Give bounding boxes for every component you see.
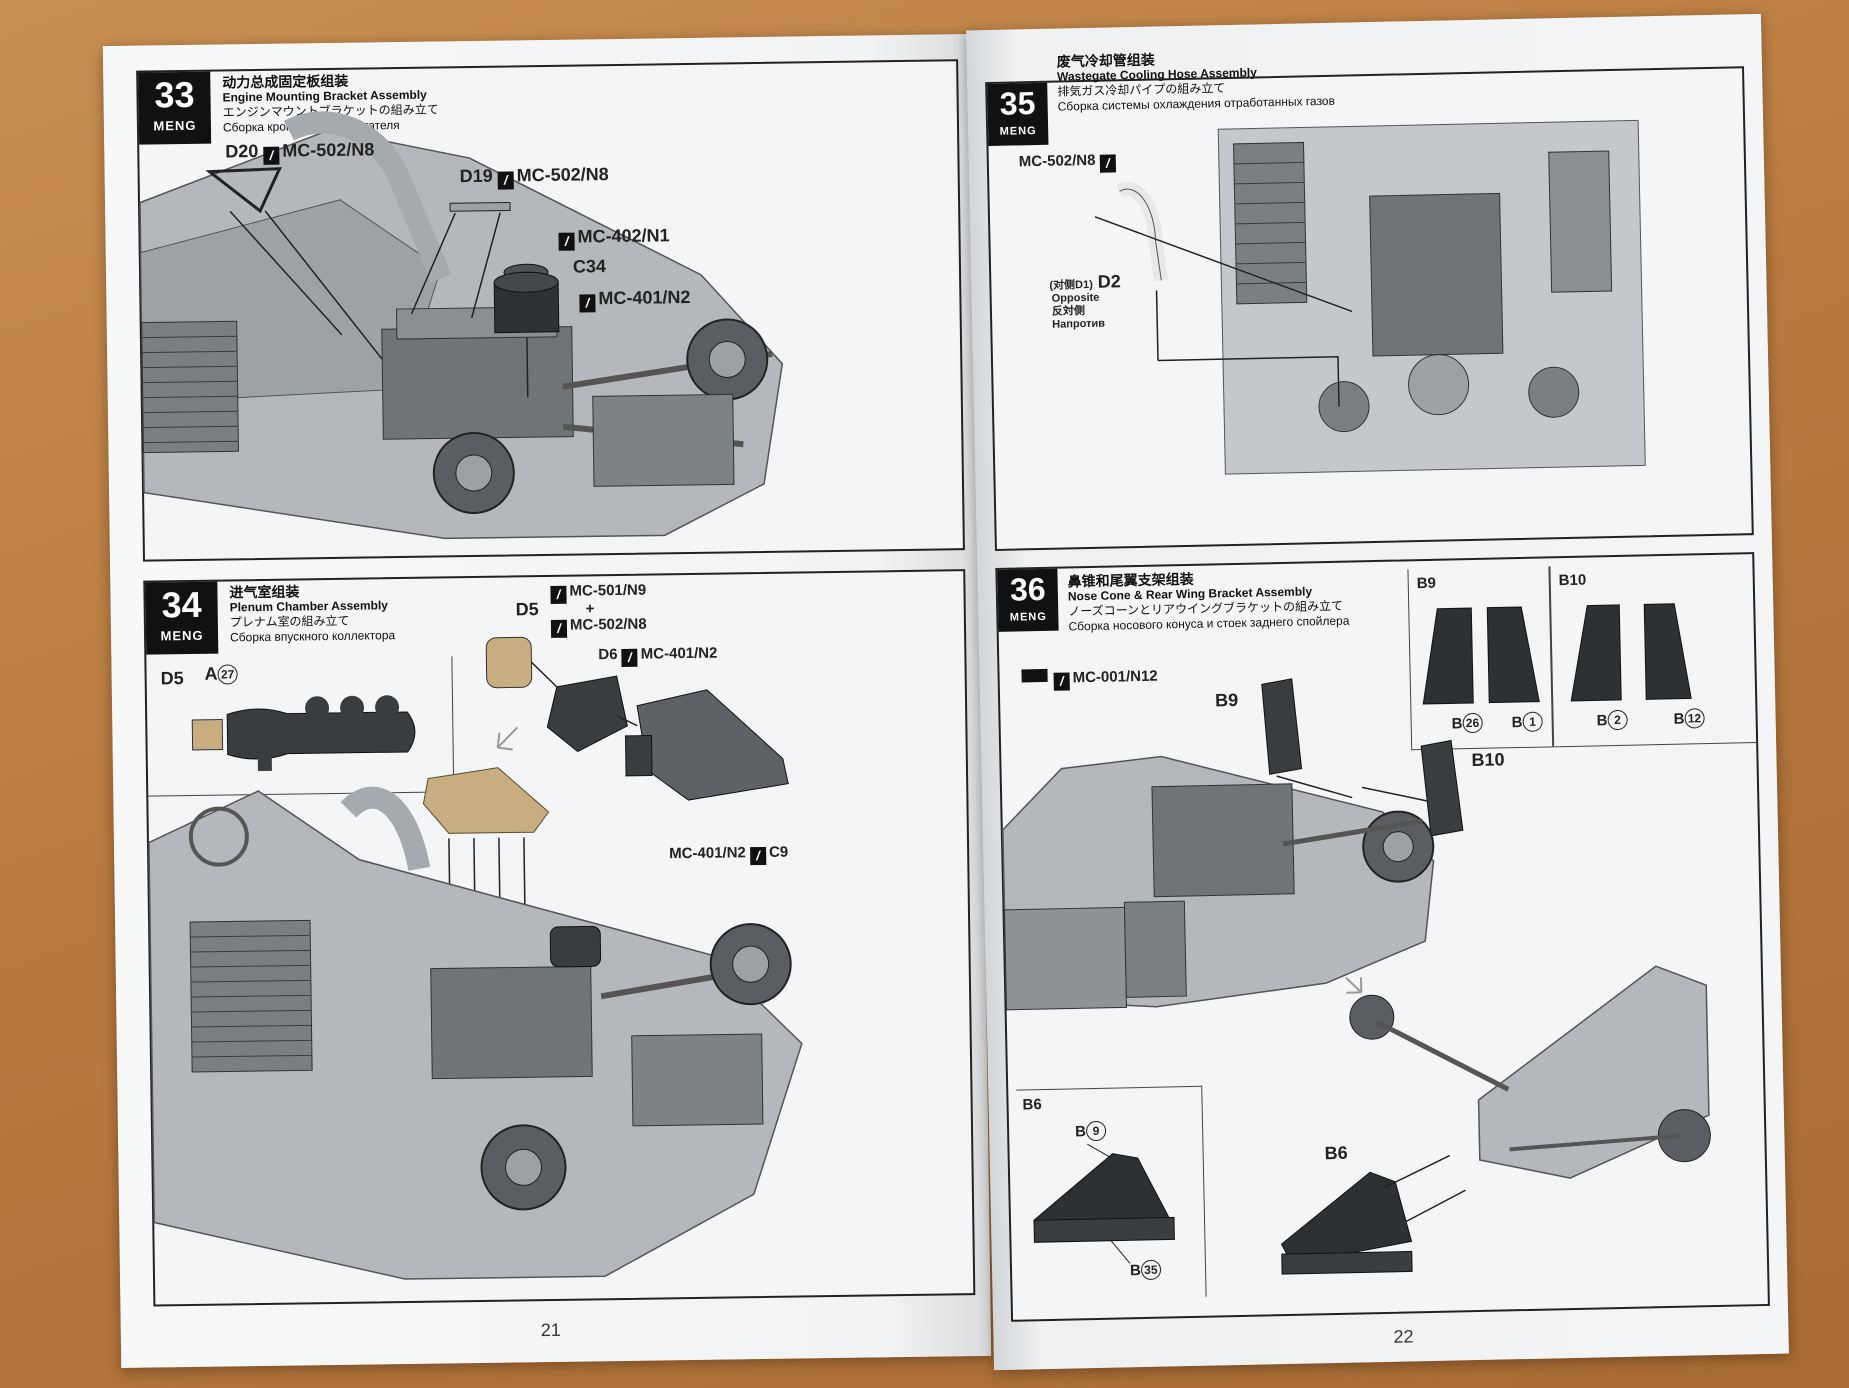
part-code: D20 [225, 140, 259, 162]
inset-nose-wedges [1033, 1143, 1175, 1264]
label-paint-502: MC-502/N8 / [1019, 151, 1119, 174]
step-33-panel: 33 MENG 动力总成固定板组装 Engine Mounting Bracke… [136, 59, 965, 562]
glue-icon: / [579, 294, 596, 313]
inset-plenum-drawing [191, 695, 416, 772]
label-b10: B10 [1471, 749, 1505, 771]
part-number-circle: 9 [1085, 1120, 1107, 1142]
paint-code: MC-502/N8 [569, 615, 647, 634]
paint-code: MC-502/N8 [516, 164, 609, 186]
glue-icon: / [621, 648, 638, 667]
label-d6: D6 /MC-401/N2 [598, 644, 718, 668]
paint-code: MC-401/N2 [598, 286, 691, 309]
step-35-illustration [1094, 119, 1646, 475]
glue-icon: / [1099, 154, 1116, 173]
label-c34: C34 [572, 256, 607, 277]
part-letter: B [1129, 1262, 1142, 1280]
paint-code: MC-401/N2 [669, 844, 746, 863]
opposite-ja: 反対側 [1051, 305, 1086, 318]
step-35-panel: 35 MENG 废气冷却管组装 Wastegate Cooling Hose A… [985, 52, 1754, 551]
label-d20: D20 /MC-502/N8 [225, 139, 374, 165]
opposite-ru: Напротив [1052, 317, 1106, 331]
part-code: D19 [459, 165, 493, 187]
page-number-right: 22 [1393, 1326, 1414, 1347]
paint-code: MC-402/N1 [577, 225, 670, 247]
step-33-illustration [139, 111, 784, 540]
page-number-left: 21 [540, 1319, 561, 1341]
glue-icon: / [550, 619, 568, 638]
step-34-panel: 34 MENG 进气室组装 Plenum Chamber Assembly プレ… [143, 569, 976, 1307]
label-d5-top: D5 [515, 599, 539, 620]
label-d19: D19 /MC-502/N8 [460, 164, 609, 190]
step-36-panel: 36 MENG 鼻锥和尾翼支架组装 Nose Cone & Rear Wing … [995, 552, 1770, 1322]
paint-code: MC-501/N9 [569, 581, 647, 600]
glue-icon: / [558, 232, 575, 251]
booklet-page-left: 33 MENG 动力总成固定板组装 Engine Mounting Bracke… [102, 33, 992, 1369]
inset-wing-brackets [1422, 603, 1692, 705]
paint-code: MC-401/N2 [640, 644, 718, 663]
paint-code: MC-502/N8 [282, 139, 375, 161]
glue-icon: / [263, 146, 280, 165]
label-paint-501: /MC-501/N9 [550, 582, 646, 604]
part-code: C9 [768, 843, 789, 861]
part-code: D6 [598, 646, 618, 664]
glue-icon: / [497, 171, 514, 190]
label-opposite: Opposite 反対側 Напротив [1052, 292, 1106, 332]
label-c34-bottom-paint: /MC-401/N2 [579, 286, 691, 313]
part-number-circle: 35 [1140, 1259, 1162, 1281]
label-paint-502: /MC-502/N8 [550, 615, 647, 638]
paint-code: MC-502/N8 [1018, 151, 1096, 171]
label-b9: B9 [1214, 689, 1239, 711]
label-c34-top-paint: /MC-402/N1 [558, 225, 670, 251]
opposite-en: Opposite [1051, 291, 1100, 305]
glue-icon: / [550, 585, 567, 604]
label-d2: (对侧D1) D2 [1049, 271, 1121, 293]
step-36-illustration [1002, 678, 1711, 1275]
label-b6: B6 [1324, 1142, 1348, 1164]
part-code: D2 [1097, 271, 1121, 292]
opposite-zh: (对侧D1) [1049, 278, 1093, 292]
part-letter: B [1074, 1123, 1087, 1141]
label-c9: MC-401/N2 /C9 [669, 844, 788, 867]
step-34-illustration [148, 636, 803, 1280]
label-plus: + [585, 600, 595, 618]
booklet-page-right: 35 MENG 废气冷却管组装 Wastegate Cooling Hose A… [966, 13, 1789, 1371]
glue-icon: / [749, 846, 767, 866]
